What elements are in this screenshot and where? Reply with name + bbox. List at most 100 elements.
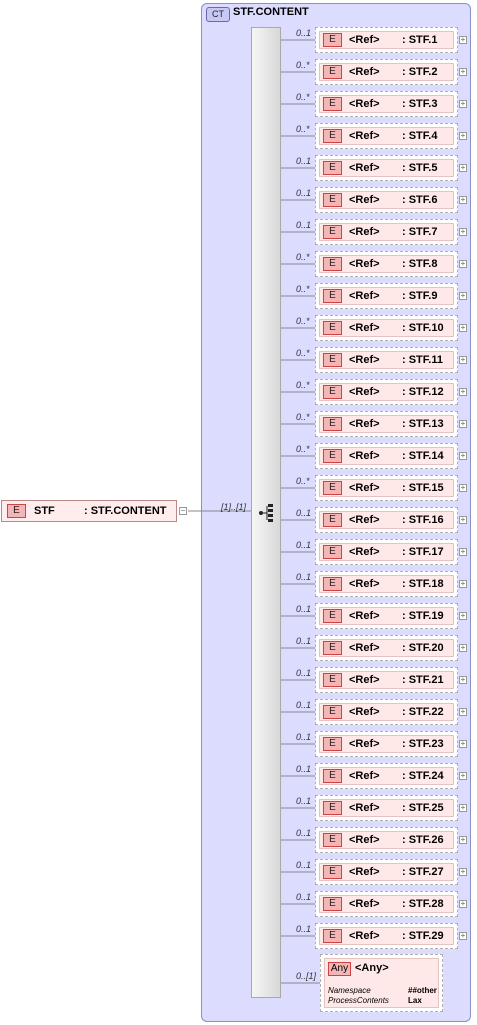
child-element-body: E<Ref>: STF.5 xyxy=(319,159,454,177)
plus-icon[interactable]: + xyxy=(459,259,467,268)
plus-icon[interactable]: + xyxy=(459,931,467,940)
child-element[interactable]: E<Ref>: STF.24 xyxy=(315,763,458,789)
child-ref-label: <Ref> xyxy=(349,418,380,430)
child-occurrence: 0..* xyxy=(296,444,310,454)
child-element[interactable]: E<Ref>: STF.25 xyxy=(315,795,458,821)
child-element[interactable]: E<Ref>: STF.13 xyxy=(315,411,458,437)
child-element[interactable]: E<Ref>: STF.20 xyxy=(315,635,458,661)
child-element[interactable]: E<Ref>: STF.29 xyxy=(315,923,458,949)
plus-icon[interactable]: + xyxy=(459,355,467,364)
child-element[interactable]: E<Ref>: STF.14 xyxy=(315,443,458,469)
child-element[interactable]: E<Ref>: STF.28 xyxy=(315,891,458,917)
any-element[interactable]: Any <Any> Namespace ##other ProcessConte… xyxy=(320,954,443,1012)
plus-icon[interactable]: + xyxy=(459,451,467,460)
child-element[interactable]: E<Ref>: STF.4 xyxy=(315,123,458,149)
child-element-body: E<Ref>: STF.26 xyxy=(319,831,454,849)
child-element[interactable]: E<Ref>: STF.18 xyxy=(315,571,458,597)
child-element-body: E<Ref>: STF.1 xyxy=(319,31,454,49)
child-element-body: E<Ref>: STF.3 xyxy=(319,95,454,113)
child-type-label: : STF.27 xyxy=(402,866,444,878)
child-element[interactable]: E<Ref>: STF.16 xyxy=(315,507,458,533)
plus-icon[interactable]: + xyxy=(459,163,467,172)
plus-icon[interactable]: + xyxy=(459,547,467,556)
child-element[interactable]: E<Ref>: STF.11 xyxy=(315,347,458,373)
plus-icon[interactable]: + xyxy=(459,35,467,44)
plus-icon[interactable]: + xyxy=(459,675,467,684)
child-element[interactable]: E<Ref>: STF.2 xyxy=(315,59,458,85)
child-ref-label: <Ref> xyxy=(349,802,380,814)
child-ref-label: <Ref> xyxy=(349,578,380,590)
any-label: <Any> xyxy=(355,962,389,974)
child-element[interactable]: E<Ref>: STF.19 xyxy=(315,603,458,629)
child-element[interactable]: E<Ref>: STF.7 xyxy=(315,219,458,245)
child-element-body: E<Ref>: STF.22 xyxy=(319,703,454,721)
child-type-label: : STF.7 xyxy=(402,226,438,238)
child-element[interactable]: E<Ref>: STF.3 xyxy=(315,91,458,117)
child-type-label: : STF.3 xyxy=(402,98,438,110)
plus-icon[interactable]: + xyxy=(459,227,467,236)
child-element[interactable]: E<Ref>: STF.27 xyxy=(315,859,458,885)
child-ref-label: <Ref> xyxy=(349,34,380,46)
namespace-label: Namespace xyxy=(328,986,371,995)
child-element-body: E<Ref>: STF.2 xyxy=(319,63,454,81)
child-element[interactable]: E<Ref>: STF.26 xyxy=(315,827,458,853)
plus-icon[interactable]: + xyxy=(459,515,467,524)
plus-icon[interactable]: + xyxy=(459,291,467,300)
plus-icon[interactable]: + xyxy=(459,579,467,588)
plus-icon[interactable]: + xyxy=(459,739,467,748)
plus-icon[interactable]: + xyxy=(459,611,467,620)
child-element[interactable]: E<Ref>: STF.1 xyxy=(315,27,458,53)
plus-icon[interactable]: + xyxy=(459,835,467,844)
plus-icon[interactable]: + xyxy=(459,643,467,652)
plus-icon[interactable]: + xyxy=(459,803,467,812)
plus-icon[interactable]: + xyxy=(459,771,467,780)
element-badge: E xyxy=(323,257,342,271)
child-element[interactable]: E<Ref>: STF.23 xyxy=(315,731,458,757)
child-element[interactable]: E<Ref>: STF.10 xyxy=(315,315,458,341)
child-ref-label: <Ref> xyxy=(349,482,380,494)
child-type-label: : STF.10 xyxy=(402,322,444,334)
plus-icon[interactable]: + xyxy=(459,899,467,908)
child-ref-label: <Ref> xyxy=(349,866,380,878)
child-type-label: : STF.15 xyxy=(402,482,444,494)
child-element[interactable]: E<Ref>: STF.9 xyxy=(315,283,458,309)
child-type-label: : STF.9 xyxy=(402,290,438,302)
child-element[interactable]: E<Ref>: STF.21 xyxy=(315,667,458,693)
plus-icon[interactable]: + xyxy=(459,707,467,716)
plus-icon[interactable]: + xyxy=(459,67,467,76)
plus-icon[interactable]: + xyxy=(459,867,467,876)
element-badge: E xyxy=(323,577,342,591)
plus-icon[interactable]: + xyxy=(459,323,467,332)
child-element[interactable]: E<Ref>: STF.6 xyxy=(315,187,458,213)
plus-icon[interactable]: + xyxy=(459,99,467,108)
child-occurrence: 0..1 xyxy=(296,668,312,678)
child-occurrence: 0..* xyxy=(296,252,310,262)
child-element-body: E<Ref>: STF.20 xyxy=(319,639,454,657)
plus-icon[interactable]: + xyxy=(459,387,467,396)
child-element[interactable]: E<Ref>: STF.15 xyxy=(315,475,458,501)
child-type-label: : STF.24 xyxy=(402,770,444,782)
minus-icon[interactable]: − xyxy=(179,506,187,515)
child-type-label: : STF.16 xyxy=(402,514,444,526)
root-element-stf[interactable]: E STF : STF.CONTENT xyxy=(1,500,177,522)
child-element-body: E<Ref>: STF.9 xyxy=(319,287,454,305)
plus-icon[interactable]: + xyxy=(459,195,467,204)
child-ref-label: <Ref> xyxy=(349,514,380,526)
child-occurrence: 0..1 xyxy=(296,508,312,518)
child-element[interactable]: E<Ref>: STF.12 xyxy=(315,379,458,405)
child-occurrence: 0..* xyxy=(296,348,310,358)
plus-icon[interactable]: + xyxy=(459,131,467,140)
child-element[interactable]: E<Ref>: STF.5 xyxy=(315,155,458,181)
child-occurrence: 0..* xyxy=(296,380,310,390)
element-badge: E xyxy=(323,929,342,943)
child-element[interactable]: E<Ref>: STF.17 xyxy=(315,539,458,565)
child-type-label: : STF.17 xyxy=(402,546,444,558)
child-element[interactable]: E<Ref>: STF.8 xyxy=(315,251,458,277)
namespace-value: ##other xyxy=(408,986,437,995)
any-badge: Any xyxy=(328,962,351,976)
plus-icon[interactable]: + xyxy=(459,483,467,492)
child-occurrence: 0..1 xyxy=(296,892,312,902)
any-element-body: Any <Any> Namespace ##other ProcessConte… xyxy=(324,958,439,1008)
child-element[interactable]: E<Ref>: STF.22 xyxy=(315,699,458,725)
plus-icon[interactable]: + xyxy=(459,419,467,428)
